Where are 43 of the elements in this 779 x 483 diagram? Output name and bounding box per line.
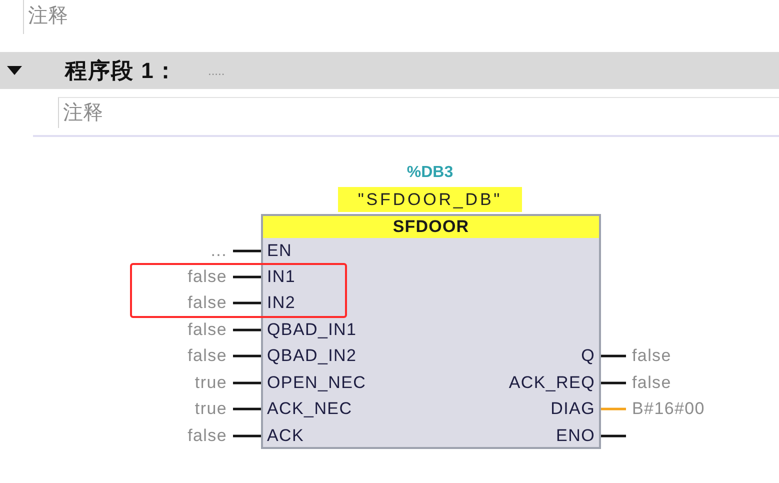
value-label: false [163, 319, 233, 341]
value-label: false [626, 345, 746, 367]
pin-label: ENO [479, 425, 599, 447]
pin-label: IN1 [263, 266, 383, 288]
db-number-label: %DB3 [406, 163, 454, 183]
value-label: false [163, 425, 233, 447]
value-label: B#16#00 [626, 398, 746, 420]
comment-field: 注释 [58, 97, 779, 128]
connection-line [233, 276, 263, 278]
connection-line [599, 382, 626, 384]
connection-line [233, 250, 263, 252]
value-label: false [626, 372, 746, 394]
connection-line [599, 434, 626, 438]
pin-label: IN2 [263, 292, 383, 314]
title-field: ..... [206, 61, 246, 81]
value-label: false [163, 345, 233, 367]
connection-line [233, 302, 263, 304]
section-title: 程序段 1： [65, 57, 178, 85]
value-label: false [163, 292, 233, 314]
value-label: true [163, 372, 233, 394]
value-label: true [163, 398, 233, 420]
pin-label: OPEN_NEC [263, 372, 383, 394]
connection-line [233, 408, 263, 410]
block-title: SFDOOR [263, 216, 599, 238]
connection-line [233, 382, 263, 384]
pin-label: ACK_REQ [479, 372, 599, 394]
pin-label: QBAD_IN2 [263, 345, 383, 367]
connection-line [233, 434, 263, 438]
instance-db-box: "SFDOOR_DB" [338, 187, 522, 212]
pin-label: EN [263, 240, 383, 262]
comment-field: 注释 [23, 0, 779, 34]
function-block [261, 214, 601, 449]
connection-line [233, 328, 263, 332]
connection-line [599, 408, 626, 410]
pin-label: ACK_NEC [263, 398, 383, 420]
pin-label: DIAG [479, 398, 599, 420]
pin-label: QBAD_IN1 [263, 319, 383, 341]
connection-line [599, 354, 626, 358]
value-label: false [163, 266, 233, 288]
pin-label: ACK [263, 425, 383, 447]
connection-line [233, 354, 263, 358]
value-label: ... [163, 240, 233, 262]
pin-label: Q [479, 345, 599, 367]
